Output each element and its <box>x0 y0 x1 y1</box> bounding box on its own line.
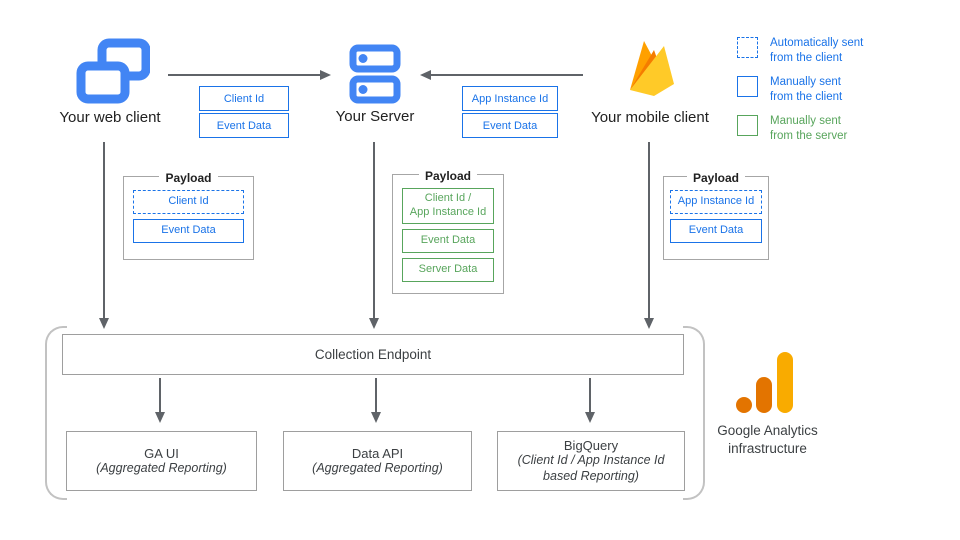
firebase-mobile-client-icon <box>630 41 674 96</box>
arrow-mobile-to-endpoint <box>644 142 654 329</box>
flow-tag-app-instance-id: App Instance Id <box>462 86 558 111</box>
legend-item-label: Automatically sent from the client <box>770 37 864 64</box>
collection-endpoint-box: Collection Endpoint <box>62 334 684 375</box>
arrowhead-down-icon <box>369 318 379 329</box>
output-box-data-api: Data API (Aggregated Reporting) <box>283 431 472 491</box>
arrow-endpoint-to-data-api <box>371 378 381 423</box>
infrastructure-caption: Google Analytics infrastructure <box>717 423 818 457</box>
flow-tag-event-data: Event Data <box>199 113 289 138</box>
payload-item-event-data: Event Data <box>133 219 244 243</box>
server-icon <box>349 44 401 104</box>
legend-swatch-dashed-blue-icon <box>737 37 758 58</box>
output-detail: (Aggregated Reporting) <box>96 460 227 475</box>
infrastructure-bracket-right <box>683 326 705 500</box>
payload-item-server-data: Server Data <box>402 258 494 282</box>
arrow-web-to-server <box>168 70 331 80</box>
output-detail: (Aggregated Reporting) <box>312 460 443 475</box>
payload-item-event-data: Event Data <box>670 219 762 243</box>
legend-swatch-solid-blue-icon <box>737 76 758 97</box>
payload-item-client-or-app-instance-id: Client Id / App Instance Id <box>402 188 494 224</box>
arrow-endpoint-to-ga-ui <box>155 378 165 423</box>
output-detail: (Client Id / App Instance Id based Repor… <box>517 452 665 483</box>
arrow-endpoint-to-bigquery <box>585 378 595 423</box>
payload-title: Payload <box>686 171 746 185</box>
arrow-web-to-endpoint <box>99 142 109 329</box>
payload-item-app-instance-id: App Instance Id <box>670 190 762 214</box>
google-analytics-logo-icon <box>736 352 793 413</box>
mobile-payload-box: Payload App Instance Id Event Data <box>663 171 769 260</box>
flow-tag-event-data: Event Data <box>462 113 558 138</box>
arrow-mobile-to-server <box>420 70 583 80</box>
legend-swatch-solid-green-icon <box>737 115 758 136</box>
web-payload-box: Payload Client Id Event Data <box>123 171 254 260</box>
output-name: GA UI <box>144 445 179 461</box>
arrow-server-to-endpoint <box>369 142 379 329</box>
server-label: Your Server <box>335 108 415 125</box>
output-box-ga-ui: GA UI (Aggregated Reporting) <box>66 431 257 491</box>
payload-title: Payload <box>159 171 218 185</box>
arrowhead-left-icon <box>420 70 431 80</box>
mobile-client-label: Your mobile client <box>591 109 709 126</box>
output-box-bigquery: BigQuery (Client Id / App Instance Id ba… <box>497 431 685 491</box>
flow-tag-client-id: Client Id <box>199 86 289 111</box>
web-client-label: Your web client <box>59 109 161 126</box>
arrowhead-down-icon <box>155 412 165 423</box>
output-name: Data API <box>351 445 404 461</box>
web-client-icon <box>76 38 150 104</box>
arrowhead-right-icon <box>320 70 331 80</box>
legend-item-label: Manually sent from the client <box>770 76 843 103</box>
arrowhead-down-icon <box>644 318 654 329</box>
output-name: BigQuery <box>563 437 619 453</box>
payload-item-client-id: Client Id <box>133 190 244 214</box>
legend-item-label: Manually sent from the server <box>770 115 848 142</box>
payload-title: Payload <box>418 169 478 183</box>
arrowhead-down-icon <box>585 412 595 423</box>
arrowhead-down-icon <box>371 412 381 423</box>
payload-item-event-data: Event Data <box>402 229 494 253</box>
arrowhead-down-icon <box>99 318 109 329</box>
server-payload-box: Payload Client Id / App Instance Id Even… <box>392 169 504 294</box>
